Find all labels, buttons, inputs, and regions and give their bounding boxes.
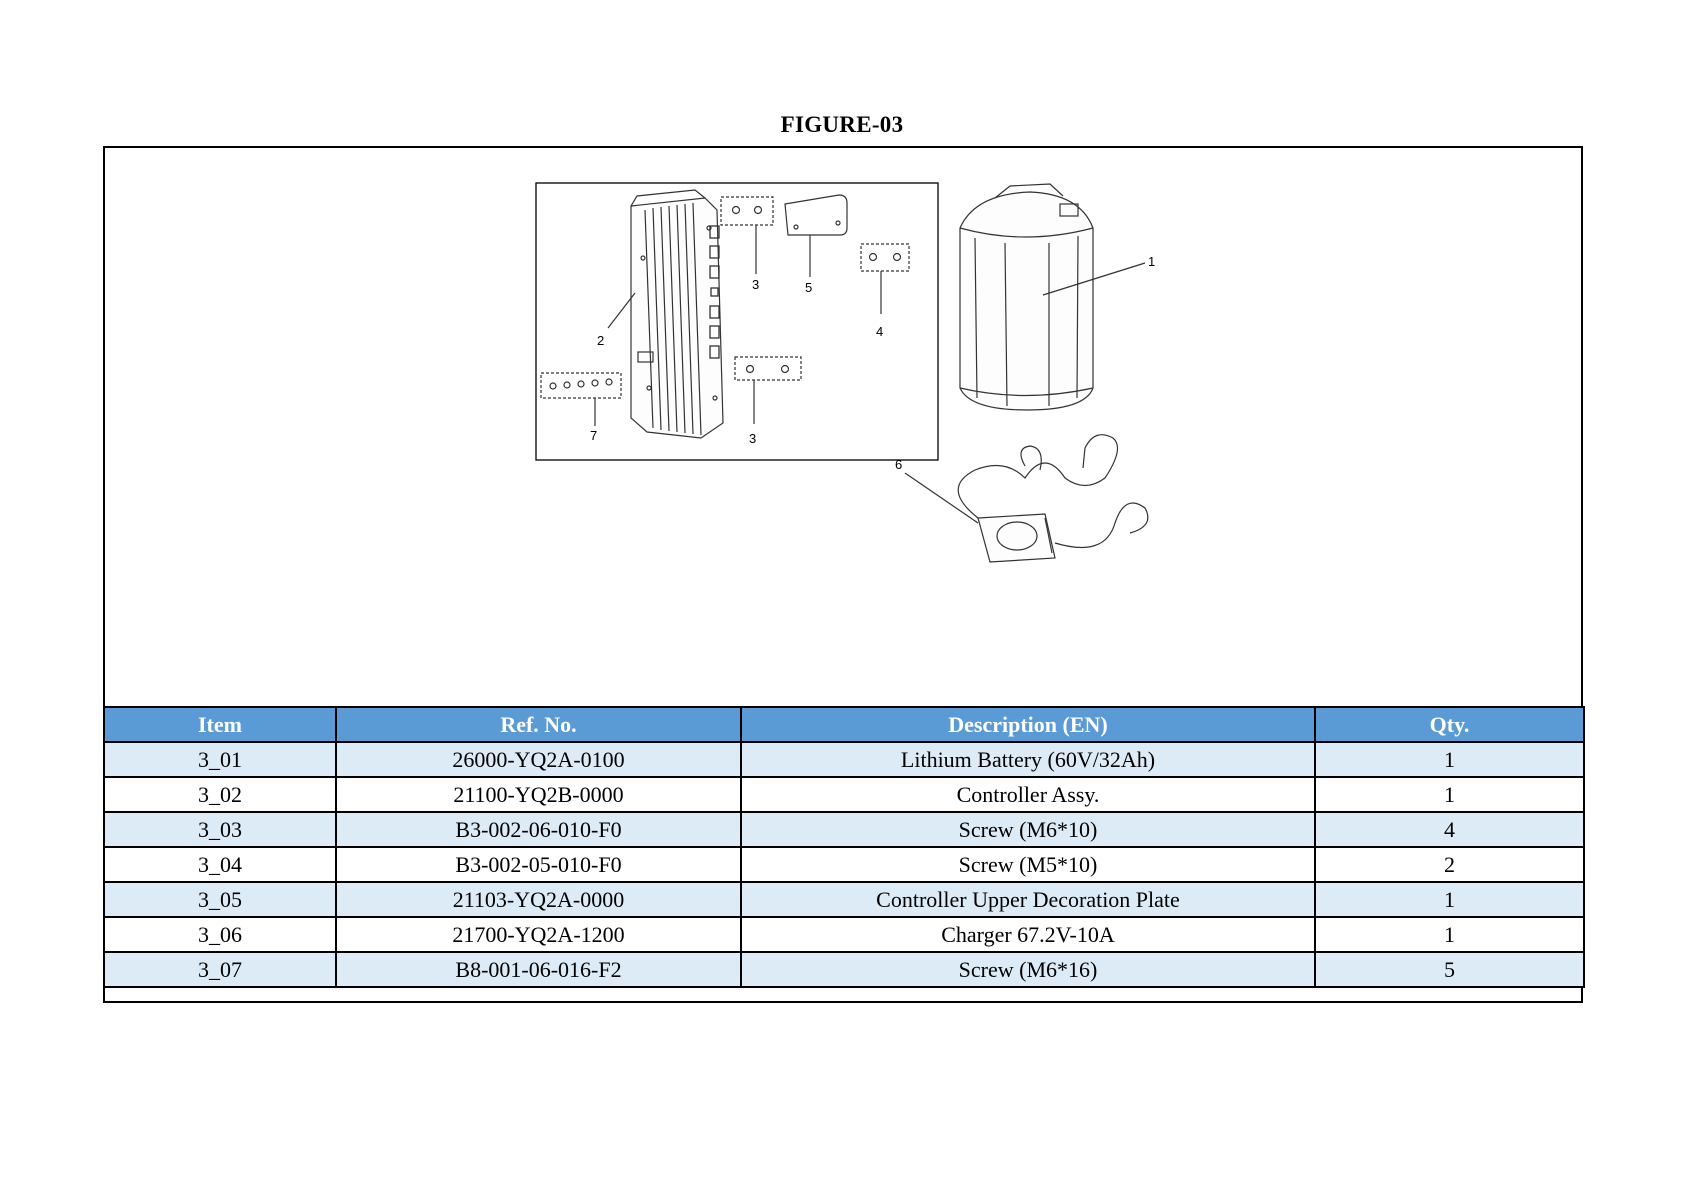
cell-qty: 1 (1314, 881, 1585, 918)
cell-ref-no: 21700-YQ2A-1200 (335, 916, 742, 953)
cell-item: 3_01 (103, 741, 337, 778)
cell-qty: 5 (1314, 951, 1585, 988)
callout-1: 1 (1148, 254, 1155, 269)
header-ref-no: Ref. No. (335, 706, 742, 743)
battery-drawing (959, 183, 1094, 411)
cell-item: 3_04 (103, 846, 337, 883)
table-row: 3_04 B3-002-05-010-F0 Screw (M5*10) 2 (103, 846, 1585, 883)
screw-box-4 (860, 243, 910, 272)
callout-3-bottom: 3 (749, 431, 756, 446)
cell-description: Screw (M6*10) (740, 811, 1316, 848)
charger-drawing (957, 434, 1149, 563)
controller-drawing (630, 189, 724, 439)
screw-box-7 (540, 372, 622, 399)
cell-ref-no: 26000-YQ2A-0100 (335, 741, 742, 778)
cell-qty: 4 (1314, 811, 1585, 848)
callout-6: 6 (895, 457, 902, 472)
cell-item: 3_06 (103, 916, 337, 953)
table-header-row: Item Ref. No. Description (EN) Qty. (103, 706, 1585, 743)
callout-2: 2 (597, 333, 604, 348)
cell-qty: 1 (1314, 916, 1585, 953)
brand-lettering (709, 225, 720, 359)
table-row: 3_05 21103-YQ2A-0000 Controller Upper De… (103, 881, 1585, 918)
header-description: Description (EN) (740, 706, 1316, 743)
cell-qty: 2 (1314, 846, 1585, 883)
cell-description: Lithium Battery (60V/32Ah) (740, 741, 1316, 778)
cell-item: 3_03 (103, 811, 337, 848)
cell-description: Controller Upper Decoration Plate (740, 881, 1316, 918)
callout-4: 4 (876, 324, 883, 339)
decoration-plate (784, 194, 848, 236)
callout-3-top: 3 (752, 277, 759, 292)
cell-description: Controller Assy. (740, 776, 1316, 813)
cell-description: Charger 67.2V-10A (740, 916, 1316, 953)
cell-ref-no: B3-002-06-010-F0 (335, 811, 742, 848)
screw-box-3-top (720, 196, 774, 226)
table-row: 3_06 21700-YQ2A-1200 Charger 67.2V-10A 1 (103, 916, 1585, 953)
callout-5: 5 (805, 280, 812, 295)
header-item: Item (103, 706, 337, 743)
cell-item: 3_05 (103, 881, 337, 918)
controller-inset-box (535, 182, 939, 461)
callout-7: 7 (590, 428, 597, 443)
figure-title: FIGURE-03 (780, 112, 904, 137)
exploded-parts-diagram: 2 3 5 4 3 7 (105, 148, 1581, 706)
screw-box-3-bottom (734, 356, 802, 381)
header-qty: Qty. (1314, 706, 1585, 743)
table-row: 3_07 B8-001-06-016-F2 Screw (M6*16) 5 (103, 951, 1585, 988)
table-row: 3_02 21100-YQ2B-0000 Controller Assy. 1 (103, 776, 1585, 813)
cell-description: Screw (M5*10) (740, 846, 1316, 883)
cell-qty: 1 (1314, 741, 1585, 778)
figure-frame: 2 3 5 4 3 7 (103, 146, 1585, 1003)
table-row: 3_01 26000-YQ2A-0100 Lithium Battery (60… (103, 741, 1585, 778)
table-row: 3_03 B3-002-06-010-F0 Screw (M6*10) 4 (103, 811, 1585, 848)
cell-description: Screw (M6*16) (740, 951, 1316, 988)
parts-table: Item Ref. No. Description (EN) Qty. 3_01… (103, 706, 1585, 988)
cell-ref-no: 21100-YQ2B-0000 (335, 776, 742, 813)
cell-item: 3_07 (103, 951, 337, 988)
cell-item: 3_02 (103, 776, 337, 813)
cell-ref-no: B3-002-05-010-F0 (335, 846, 742, 883)
cell-ref-no: B8-001-06-016-F2 (335, 951, 742, 988)
cell-ref-no: 21103-YQ2A-0000 (335, 881, 742, 918)
cell-qty: 1 (1314, 776, 1585, 813)
